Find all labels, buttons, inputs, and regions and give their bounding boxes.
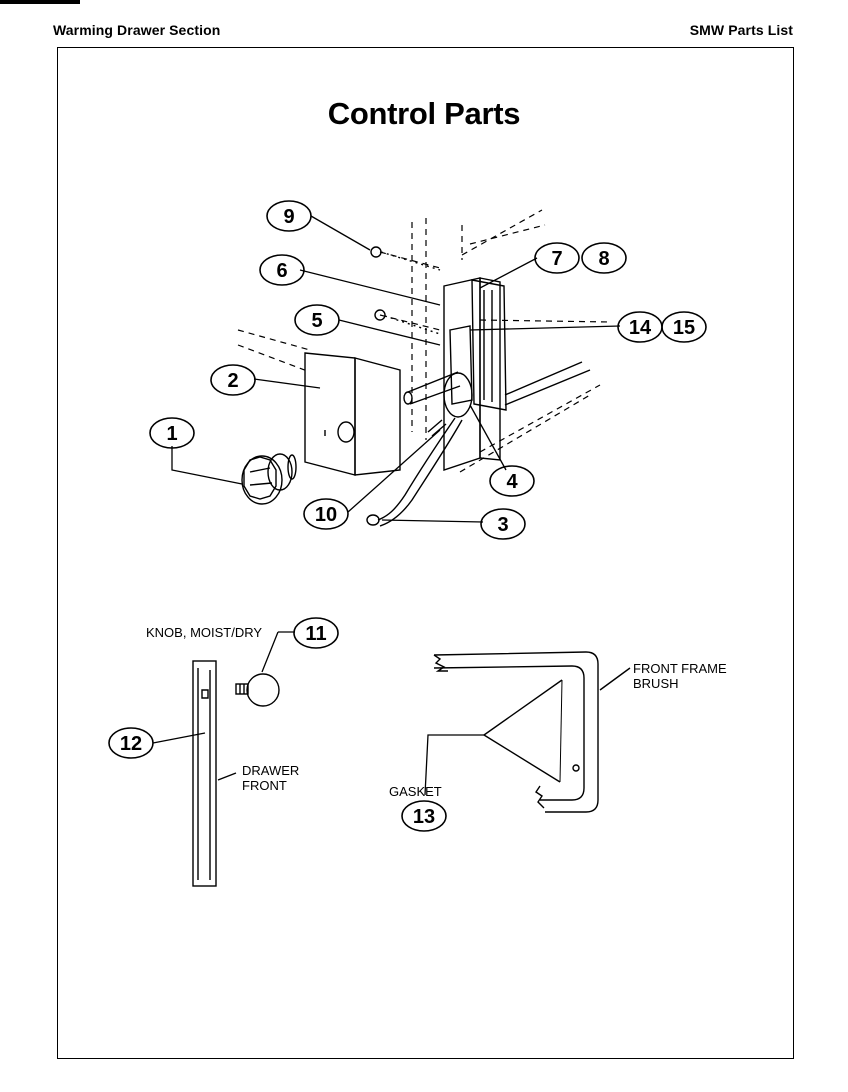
callout-11: 11 — [305, 623, 326, 645]
bracket-part-2 — [304, 352, 401, 476]
parts-list-header: SMW Parts List — [689, 22, 793, 38]
callout-12: 12 — [120, 733, 142, 755]
callout-2: 2 — [227, 370, 238, 392]
callout-bubbles — [108, 200, 707, 832]
knob-part-11 — [235, 673, 280, 707]
callout-3: 3 — [497, 514, 508, 536]
callout-15: 15 — [673, 317, 695, 339]
front-frame-gasket-part-13 — [433, 651, 631, 813]
label-front-frame-line1: FRONT FRAME — [633, 661, 727, 676]
callout-6: 6 — [276, 260, 287, 282]
callout-14: 14 — [629, 317, 652, 339]
section-header: Warming Drawer Section — [53, 22, 221, 38]
reference-dashed-lines — [237, 209, 611, 473]
screw-part-9 — [370, 246, 441, 271]
callout-13: 13 — [413, 806, 435, 828]
control-shaft — [403, 371, 461, 405]
knob-part-1 — [241, 453, 297, 505]
scan-mark — [0, 0, 80, 4]
leader-lines — [152, 215, 621, 796]
callout-4: 4 — [506, 471, 518, 493]
screw-part-5 — [374, 309, 441, 335]
page-title: Control Parts — [327, 96, 521, 131]
label-knob-moist-dry: KNOB, MOIST/DRY — [146, 625, 262, 640]
label-drawer-front-line2: FRONT — [242, 778, 287, 793]
callout-10: 10 — [315, 504, 337, 526]
callout-7: 7 — [551, 248, 562, 270]
drawer-front-part-12 — [192, 660, 237, 887]
callout-8: 8 — [598, 248, 609, 270]
label-front-frame-line2: BRUSH — [633, 676, 679, 691]
screw-part-10 — [427, 419, 447, 437]
page-frame — [57, 47, 794, 1059]
callout-1: 1 — [166, 423, 177, 445]
label-drawer-front-line1: DRAWER — [242, 763, 299, 778]
callout-5: 5 — [311, 310, 322, 332]
callout-9: 9 — [283, 206, 294, 228]
label-gasket: GASKET — [389, 784, 442, 799]
